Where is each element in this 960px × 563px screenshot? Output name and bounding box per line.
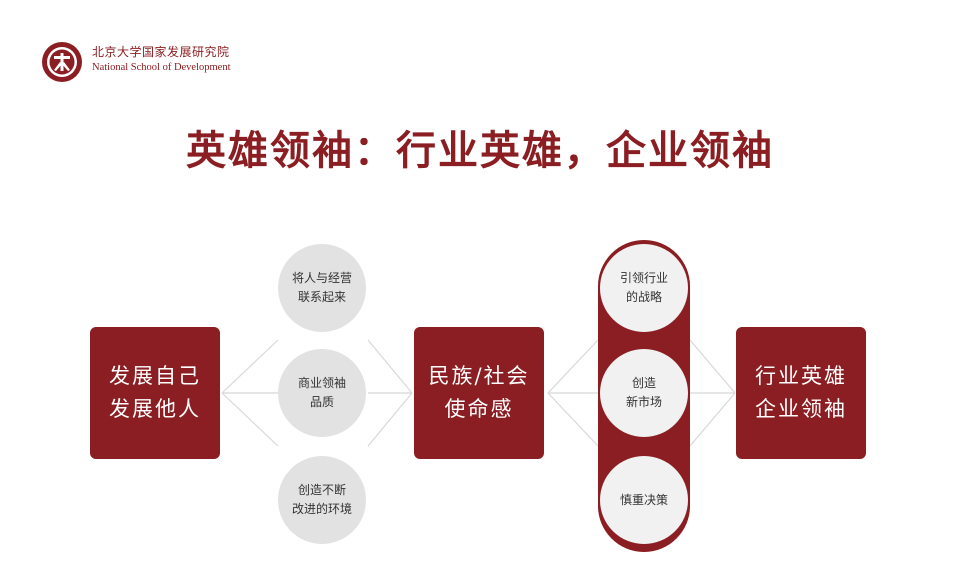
circle-label-line: 新市场 (625, 395, 662, 409)
page-title: 英雄领袖：行业英雄，企业领袖 (186, 127, 774, 174)
circle-label-line: 联系起来 (297, 290, 346, 304)
circle-label-line: 创造 (631, 376, 656, 390)
box-social-mission: 民族/社会 使命感 (414, 327, 544, 459)
logo: 北京大学国家发展研究院 National School of Developme… (40, 36, 250, 86)
circle-label-line: 慎重决策 (619, 492, 668, 507)
connector-line (689, 339, 736, 394)
circle-industry-strategy: 引领行业 的战略 (600, 244, 688, 332)
connector-line (367, 339, 413, 394)
box-label-line: 使命感 (444, 397, 514, 421)
circle-label-line: 引领行业 (619, 271, 668, 285)
connector-line (221, 392, 279, 447)
box-label-line: 发展自己 (109, 364, 201, 388)
box-label-line: 发展他人 (109, 397, 201, 421)
circle-label-line: 改进的环境 (291, 502, 352, 516)
connector-line (547, 339, 599, 394)
circle-create-new-market: 创造 新市场 (600, 349, 688, 437)
connector-line (689, 392, 736, 447)
circle-improvement-environment: 创造不断 改进的环境 (278, 456, 366, 544)
circle-connect-people-business: 将人与经营 联系起来 (278, 244, 366, 332)
circle-label-line: 的战略 (625, 290, 662, 304)
circle-prudent-decision: 慎重决策 (600, 456, 688, 544)
university-seal-icon (42, 42, 82, 82)
circle-label-line: 将人与经营 (291, 271, 352, 285)
logo-english-name: National School of Development (92, 62, 231, 73)
circle-label-line: 品质 (309, 395, 334, 409)
box-label-line: 民族/社会 (428, 364, 530, 388)
connector-line (547, 392, 599, 447)
box-label-line: 行业英雄 (755, 364, 847, 388)
logo-chinese-name: 北京大学国家发展研究院 (92, 45, 230, 59)
circle-label-line: 商业领袖 (297, 376, 346, 390)
connector-line (221, 339, 279, 394)
circle-business-leader-quality: 商业领袖 品质 (278, 349, 366, 437)
box-self-development: 发展自己 发展他人 (90, 327, 220, 459)
box-industry-hero: 行业英雄 企业领袖 (736, 327, 866, 459)
circle-label-line: 创造不断 (297, 483, 346, 497)
box-label-line: 企业领袖 (755, 397, 847, 421)
connector-line (367, 392, 413, 447)
